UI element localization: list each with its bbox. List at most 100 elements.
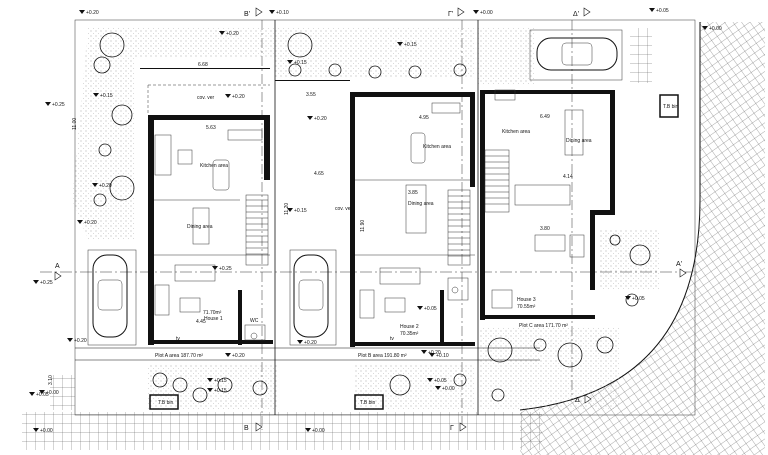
dim-label: 6.49 [540,114,550,120]
level-value: +0.25 [52,102,65,108]
level-marker: +0.15 [207,388,227,394]
dim-label: 4.45 [196,319,206,325]
section-marker-a-right: A' [676,261,682,268]
level-marker: +0.20 [67,338,87,344]
level-value: +0.20 [428,350,441,356]
level-value: +0.20 [99,183,112,189]
level-marker: +0.25 [212,266,232,272]
kitchen-label-3: Kitchen area [502,129,530,135]
house-1-area: 71.70m² [203,310,222,316]
level-value: +0.20 [314,116,327,122]
level-value: +0.20 [84,220,97,226]
level-value: +0.15 [404,42,417,48]
section-marker-d-top: Δ' [573,11,579,18]
dim-label: 4.65 [314,171,324,177]
level-value: +0.20 [74,338,87,344]
level-value: +0.20 [86,10,99,16]
house-3-area: 70.55m² [517,304,536,310]
level-marker: +0.00 [305,428,325,434]
car-icon [536,37,618,71]
level-value: +0.15 [214,378,227,384]
level-marker: +0.05 [417,306,437,312]
dining-label-1: Dining area [187,224,213,230]
level-marker: +0.00 [39,390,59,396]
dim-label: 5.63 [206,125,216,131]
level-marker: +0.10 [269,10,289,16]
level-value: +0.00 [442,386,455,392]
dim-label: 4.14 [563,174,573,180]
section-marker-g-bottom: Γ [450,425,454,432]
level-marker: +0.20 [79,10,99,16]
tree-icons [93,32,651,403]
level-marker: +0.00 [702,26,722,32]
car-icon [293,254,329,338]
bin-label-3: T.B bin [663,104,679,110]
car-icon [92,254,128,338]
dim-label: 3.10 [48,375,54,385]
dim-label: 11.20 [284,203,290,215]
kitchen-label-1: Kitchen area [200,163,228,169]
level-value: +0.15 [294,208,307,214]
level-marker: +0.15 [287,60,307,66]
level-marker: +0.10 [429,353,449,359]
dim-label: 3.55 [306,92,316,98]
level-value: +0.05 [632,296,645,302]
level-value: +0.20 [226,31,239,37]
level-marker: +0.20 [421,350,441,356]
level-value: +0.10 [436,353,449,359]
section-marker-b-bottom: B [244,425,249,432]
level-marker: +0.15 [207,378,227,384]
level-marker: +0.20 [225,353,245,359]
level-value: +0.25 [219,266,232,272]
level-marker: +0.20 [225,94,245,100]
level-value: +0.15 [100,93,113,99]
level-value: +0.10 [276,10,289,16]
house-2-walls [275,80,475,347]
level-value: +0.25 [40,280,53,286]
house-1-name: House 1 [204,316,223,322]
dim-label: 3.85 [408,190,418,196]
dim-label: 3.80 [540,226,550,232]
level-value: +0.00 [312,428,325,434]
level-marker: +0.00 [33,428,53,434]
level-value: +0.20 [232,94,245,100]
level-marker: +0.20 [307,116,327,122]
plot-b-label: Plot B area 191.80 m² [358,353,407,359]
dim-label: 11.90 [360,220,366,232]
level-marker: +0.25 [45,102,65,108]
dining-label-3: Dining area [566,138,592,144]
level-marker: +0.00 [435,386,455,392]
kitchen-label-2: Kitchen area [423,144,451,150]
bin-label-2: T.B bin [360,400,376,406]
level-marker: +0.15 [397,42,417,48]
wc-label: WC [250,318,259,324]
section-marker-g-top: Γ' [448,11,453,18]
dim-label: 6.68 [198,62,208,68]
level-value: +0.00 [709,26,722,32]
dim-label: 4.95 [419,115,429,121]
level-value: +0.15 [294,60,307,66]
level-value: +0.20 [232,353,245,359]
level-marker: +0.15 [93,93,113,99]
house-3-name: House 3 [517,297,536,303]
level-marker: +0.05 [29,392,49,398]
plot-c-label: Plot C area 171.70 m² [519,323,568,329]
dining-label-2: Dining area [408,201,434,207]
tv-label-1: tv [176,336,180,342]
level-marker: +0.20 [297,340,317,346]
level-value: +0.15 [214,388,227,394]
level-marker: +0.05 [625,296,645,302]
room-labels: Kitchen area Dining area cov. ver 71.70m… [155,95,679,406]
level-value: +0.05 [36,392,49,398]
tv-label-2: tv [390,336,394,342]
cover-label-2: cov. ver [335,206,352,212]
parking-bays [87,29,623,346]
level-marker: +0.20 [92,183,112,189]
level-value: +0.20 [304,340,317,346]
house-2-name: House 2 [400,324,419,330]
section-marker-a-left: A [55,263,60,270]
level-value: +0.05 [424,306,437,312]
level-value: +0.00 [40,428,53,434]
level-value: +0.00 [46,390,59,396]
